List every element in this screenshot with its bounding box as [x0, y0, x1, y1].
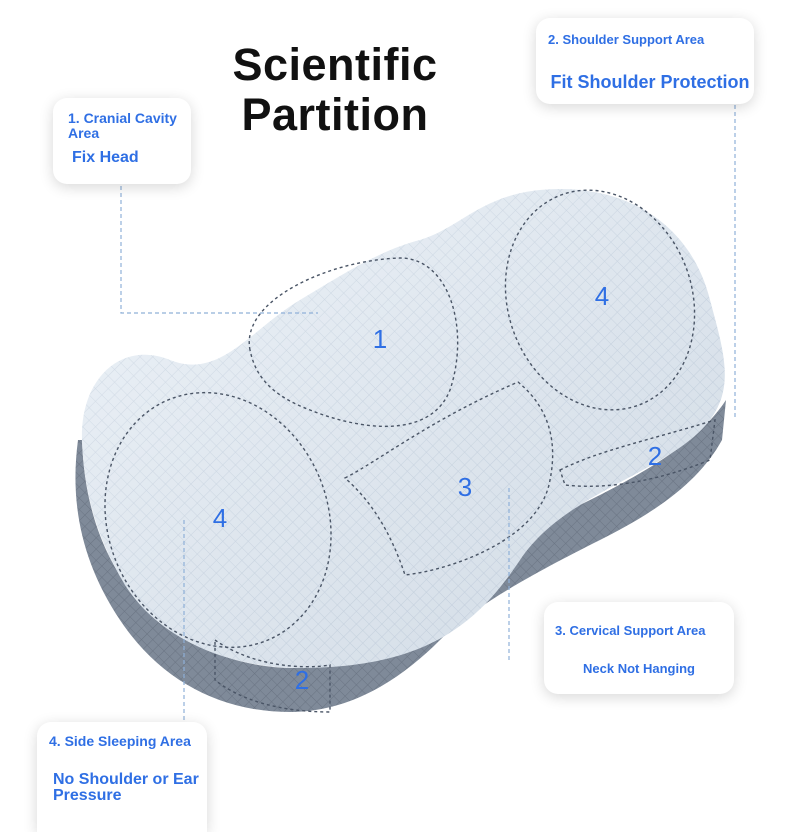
zone-number-2-front: 2	[295, 665, 309, 695]
shoulder-support-card: 2. Shoulder Support Area Fit Shoulder Pr…	[536, 18, 754, 104]
cervical-support-body: Neck Not Hanging	[583, 661, 695, 676]
title-line-1: Scientific	[232, 39, 438, 90]
zone-2-front-outline	[214, 638, 331, 713]
title-line-2: Partition	[241, 89, 429, 140]
cranial-cavity-card: 1. Cranial Cavity Area Fix Head	[53, 98, 191, 184]
shoulder-support-body: Fit Shoulder Protection	[550, 72, 750, 92]
cranial-cavity-heading: 1. Cranial Cavity Area	[68, 110, 177, 141]
infographic: 1 4 4 3 2 2 Scientific Partition 1. Cran…	[49, 18, 754, 804]
shoulder-support-heading: 2. Shoulder Support Area	[548, 32, 705, 47]
cranial-cavity-body: Fix Head	[72, 149, 139, 166]
page-title: Scientific Partition	[190, 40, 480, 140]
zone-4-right-outline	[504, 189, 696, 411]
zone-4-left-outline	[104, 391, 332, 649]
cervical-support-card: 3. Cervical Support Area Neck Not Hangin…	[544, 602, 734, 694]
zone-number-4-right: 4	[595, 281, 609, 311]
leader-cranial	[120, 186, 318, 314]
side-sleeping-heading: 4. Side Sleeping Area	[49, 733, 191, 749]
zone-number-4-left: 4	[213, 503, 227, 533]
side-sleeping-card: 4. Side Sleeping Area No Shoulder or Ear…	[37, 722, 207, 832]
side-sleeping-body: No Shoulder or Ear Pressure	[53, 771, 199, 804]
zone-number-1: 1	[373, 324, 387, 354]
zone-number-2-right: 2	[648, 441, 662, 471]
zone-number-3: 3	[458, 472, 472, 502]
pillow-illustration: 1 4 4 3 2 2	[75, 56, 736, 765]
cervical-support-heading: 3. Cervical Support Area	[555, 623, 706, 638]
zone-3-outline	[343, 381, 554, 576]
